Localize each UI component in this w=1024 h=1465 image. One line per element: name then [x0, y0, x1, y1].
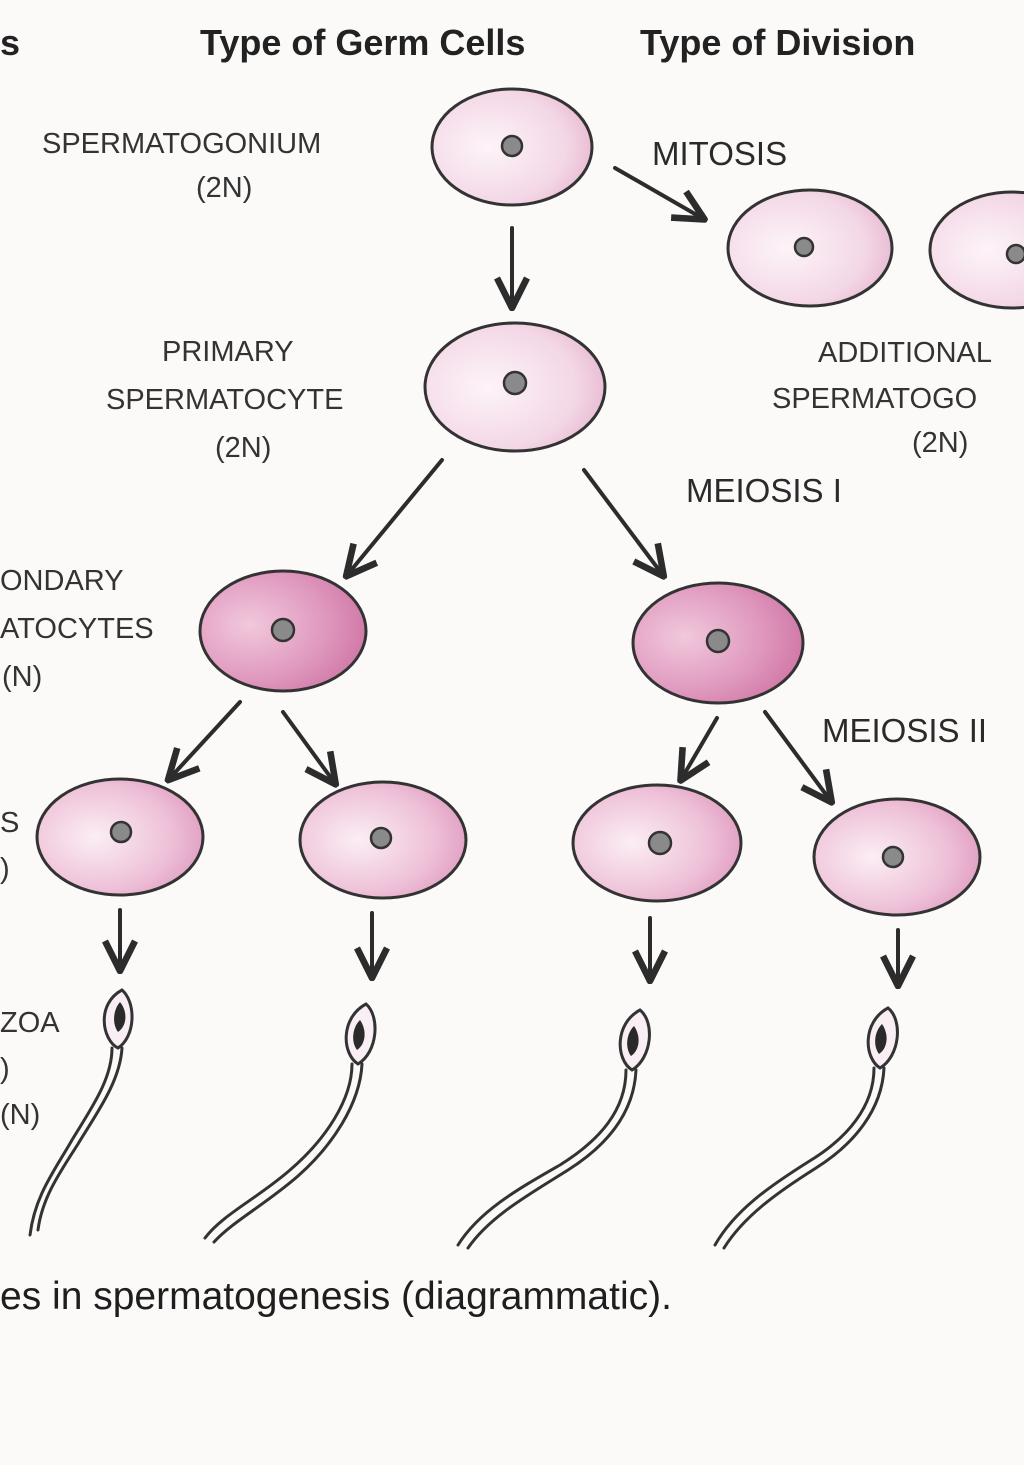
- label-sperm-line2: ): [0, 1053, 10, 1085]
- additional-spermatogonium-cell-1: [726, 188, 894, 308]
- arrow-mitosis: [613, 166, 702, 218]
- spermatid-cell-1: [35, 777, 205, 897]
- label-spermatogonium-ploidy: (2N): [196, 172, 252, 204]
- label-primary-ploidy: (2N): [215, 432, 271, 464]
- label-additional-line1: ADDITIONAL: [818, 337, 992, 369]
- primary-spermatocyte-cell: [423, 321, 607, 453]
- header-partial: s: [0, 22, 20, 63]
- label-meiosis-1: MEIOSIS I: [686, 472, 842, 509]
- nucleus: [109, 820, 133, 844]
- nucleus: [881, 845, 905, 869]
- arrow-meiosis1-right: [582, 468, 662, 574]
- label-primary-line2: SPERMATOCYTE: [106, 384, 343, 416]
- label-spermatid-line2: ): [0, 853, 10, 885]
- label-spermatogonium: SPERMATOGONIUM: [42, 128, 321, 160]
- nucleus: [500, 134, 524, 158]
- nucleus: [369, 826, 393, 850]
- nucleus: [1005, 243, 1024, 265]
- secondary-spermatocyte-cell-left: [198, 569, 368, 693]
- spermatozoon-4: [713, 1006, 899, 1250]
- label-additional-ploidy: (2N): [912, 427, 968, 459]
- secondary-spermatocyte-cell-right: [631, 581, 805, 705]
- arrow-meiosis2-c: [682, 716, 719, 778]
- spermatogonium-cell: [430, 87, 594, 207]
- label-sperm-ploidy: (N): [0, 1099, 40, 1131]
- label-secondary-ploidy: (N): [2, 661, 42, 693]
- spermatozoon-3: [456, 1008, 651, 1250]
- spermatozoon-2: [203, 1002, 377, 1244]
- label-secondary-line2: ATOCYTES: [0, 613, 154, 645]
- nucleus: [793, 236, 815, 258]
- additional-spermatogonium-cell-2: [928, 190, 1024, 310]
- spermatid-cell-2: [298, 780, 468, 900]
- arrow-meiosis2-d: [763, 710, 830, 800]
- nucleus: [502, 370, 528, 396]
- arrow-meiosis2-b: [281, 710, 334, 782]
- spermatid-cell-3: [571, 783, 743, 903]
- spermatid-cell-4: [812, 797, 982, 917]
- spermatozoon-1: [28, 988, 134, 1237]
- nucleus: [270, 617, 296, 643]
- arrow-meiosis2-a: [170, 700, 242, 778]
- label-secondary-line1: ONDARY: [0, 565, 124, 597]
- arrow-meiosis1-left: [348, 458, 444, 574]
- label-meiosis-2: MEIOSIS II: [822, 712, 987, 749]
- nucleus: [647, 830, 673, 856]
- figure-caption: es in spermatogenesis (diagrammatic).: [0, 1275, 672, 1318]
- label-additional-line2: SPERMATOGO: [772, 383, 977, 415]
- header-division: Type of Division: [640, 22, 915, 63]
- label-sperm-line1: ZOA: [0, 1007, 60, 1039]
- nucleus: [705, 628, 731, 654]
- label-spermatid-line1: S: [0, 807, 19, 839]
- label-mitosis: MITOSIS: [652, 135, 787, 172]
- label-primary-line1: PRIMARY: [162, 336, 294, 368]
- header-germ-cells: Type of Germ Cells: [200, 22, 525, 63]
